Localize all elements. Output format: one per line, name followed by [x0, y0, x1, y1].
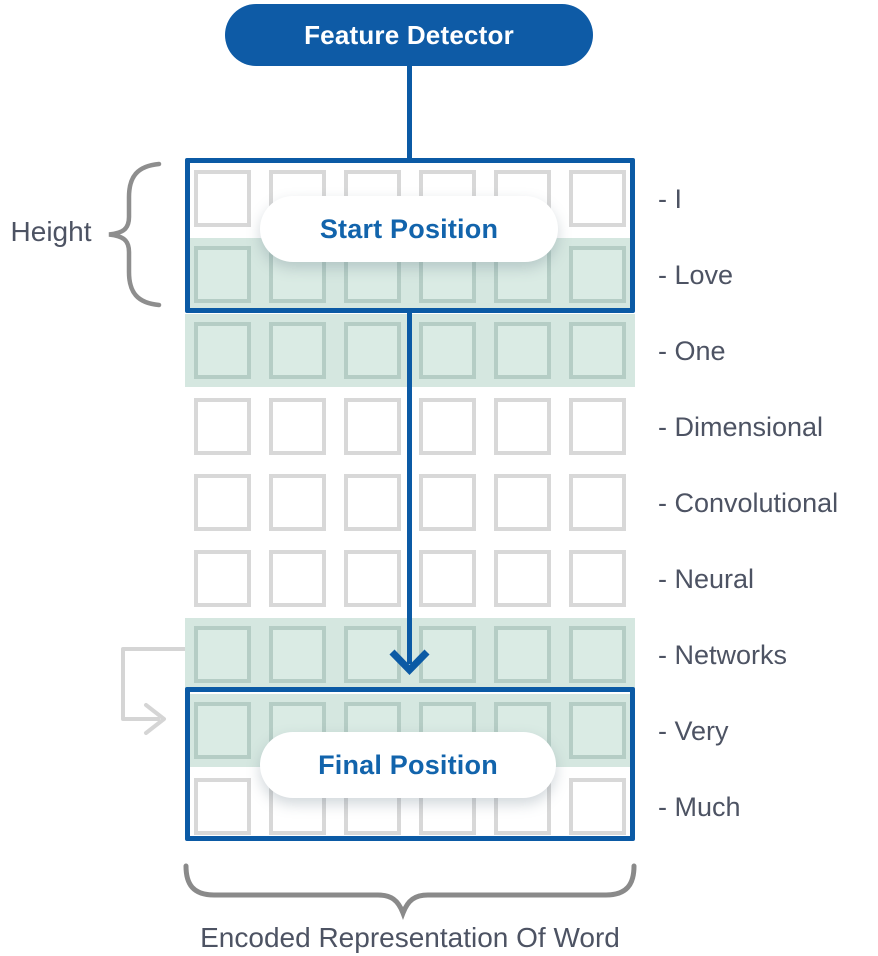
- word-label: - One: [658, 336, 726, 366]
- grid-cell: [569, 550, 626, 607]
- grid-cell: [494, 550, 551, 607]
- grid-cell: [419, 550, 476, 607]
- grid-cell: [569, 474, 626, 531]
- grid-cell: [269, 626, 326, 683]
- start-window-outline: [185, 158, 635, 313]
- caption-label: Encoded Representation Of Word: [200, 922, 620, 953]
- feature-detector-badge: Feature Detector: [225, 4, 593, 66]
- grid-row: [185, 322, 635, 379]
- grid-cell: [194, 170, 251, 227]
- grid-cell: [569, 170, 626, 227]
- start-position-badge: Start Position: [260, 196, 558, 262]
- word-label: - I: [658, 184, 682, 214]
- grid-cell: [494, 626, 551, 683]
- grid-cell: [569, 702, 626, 759]
- grid-cell: [194, 474, 251, 531]
- final-position-label: Final Position: [318, 749, 498, 780]
- grid-cell: [419, 398, 476, 455]
- grid-cell: [569, 246, 626, 303]
- grid-cell: [569, 626, 626, 683]
- final-position-badge: Final Position: [260, 732, 556, 798]
- grid-cell: [344, 474, 401, 531]
- grid-cell: [494, 322, 551, 379]
- grid-cell: [194, 246, 251, 303]
- grid-cell: [419, 474, 476, 531]
- grid-row: [185, 778, 635, 835]
- stride-arrowhead-icon: [144, 703, 166, 735]
- grid-cell: [419, 626, 476, 683]
- grid-row: [185, 474, 635, 531]
- width-brace-icon: [183, 863, 637, 920]
- feature-detector-label: Feature Detector: [304, 19, 514, 50]
- grid-cell: [569, 322, 626, 379]
- word-label: - Networks: [658, 640, 788, 670]
- grid-cell: [269, 474, 326, 531]
- height-brace-icon: [108, 161, 162, 308]
- word-label: - Very: [658, 716, 729, 746]
- grid-cell: [344, 626, 401, 683]
- word-label: - Love: [658, 260, 734, 290]
- grid-cell: [344, 398, 401, 455]
- grid-cell: [269, 322, 326, 379]
- grid-cell: [344, 322, 401, 379]
- grid-cell: [419, 322, 476, 379]
- grid-cell: [494, 474, 551, 531]
- word-label: - Much: [658, 792, 741, 822]
- grid-cell: [569, 398, 626, 455]
- grid-cell: [194, 626, 251, 683]
- word-label: - Neural: [658, 564, 755, 594]
- grid-cell: [194, 550, 251, 607]
- grid-cell: [194, 398, 251, 455]
- grid-cell: [344, 550, 401, 607]
- grid-cell: [569, 778, 626, 835]
- word-label: - Convolutional: [658, 488, 839, 518]
- grid-cell: [494, 398, 551, 455]
- grid-cell: [194, 702, 251, 759]
- word-label: - Dimensional: [658, 412, 824, 442]
- final-window-outline: [185, 687, 635, 841]
- grid-row: [185, 550, 635, 607]
- grid-cell: [194, 778, 251, 835]
- grid-row: [185, 626, 635, 683]
- grid-cell: [269, 398, 326, 455]
- grid-cell: [269, 550, 326, 607]
- grid-row: [185, 398, 635, 455]
- height-label: Height: [10, 216, 92, 247]
- start-position-label: Start Position: [319, 213, 499, 244]
- grid-cell: [194, 322, 251, 379]
